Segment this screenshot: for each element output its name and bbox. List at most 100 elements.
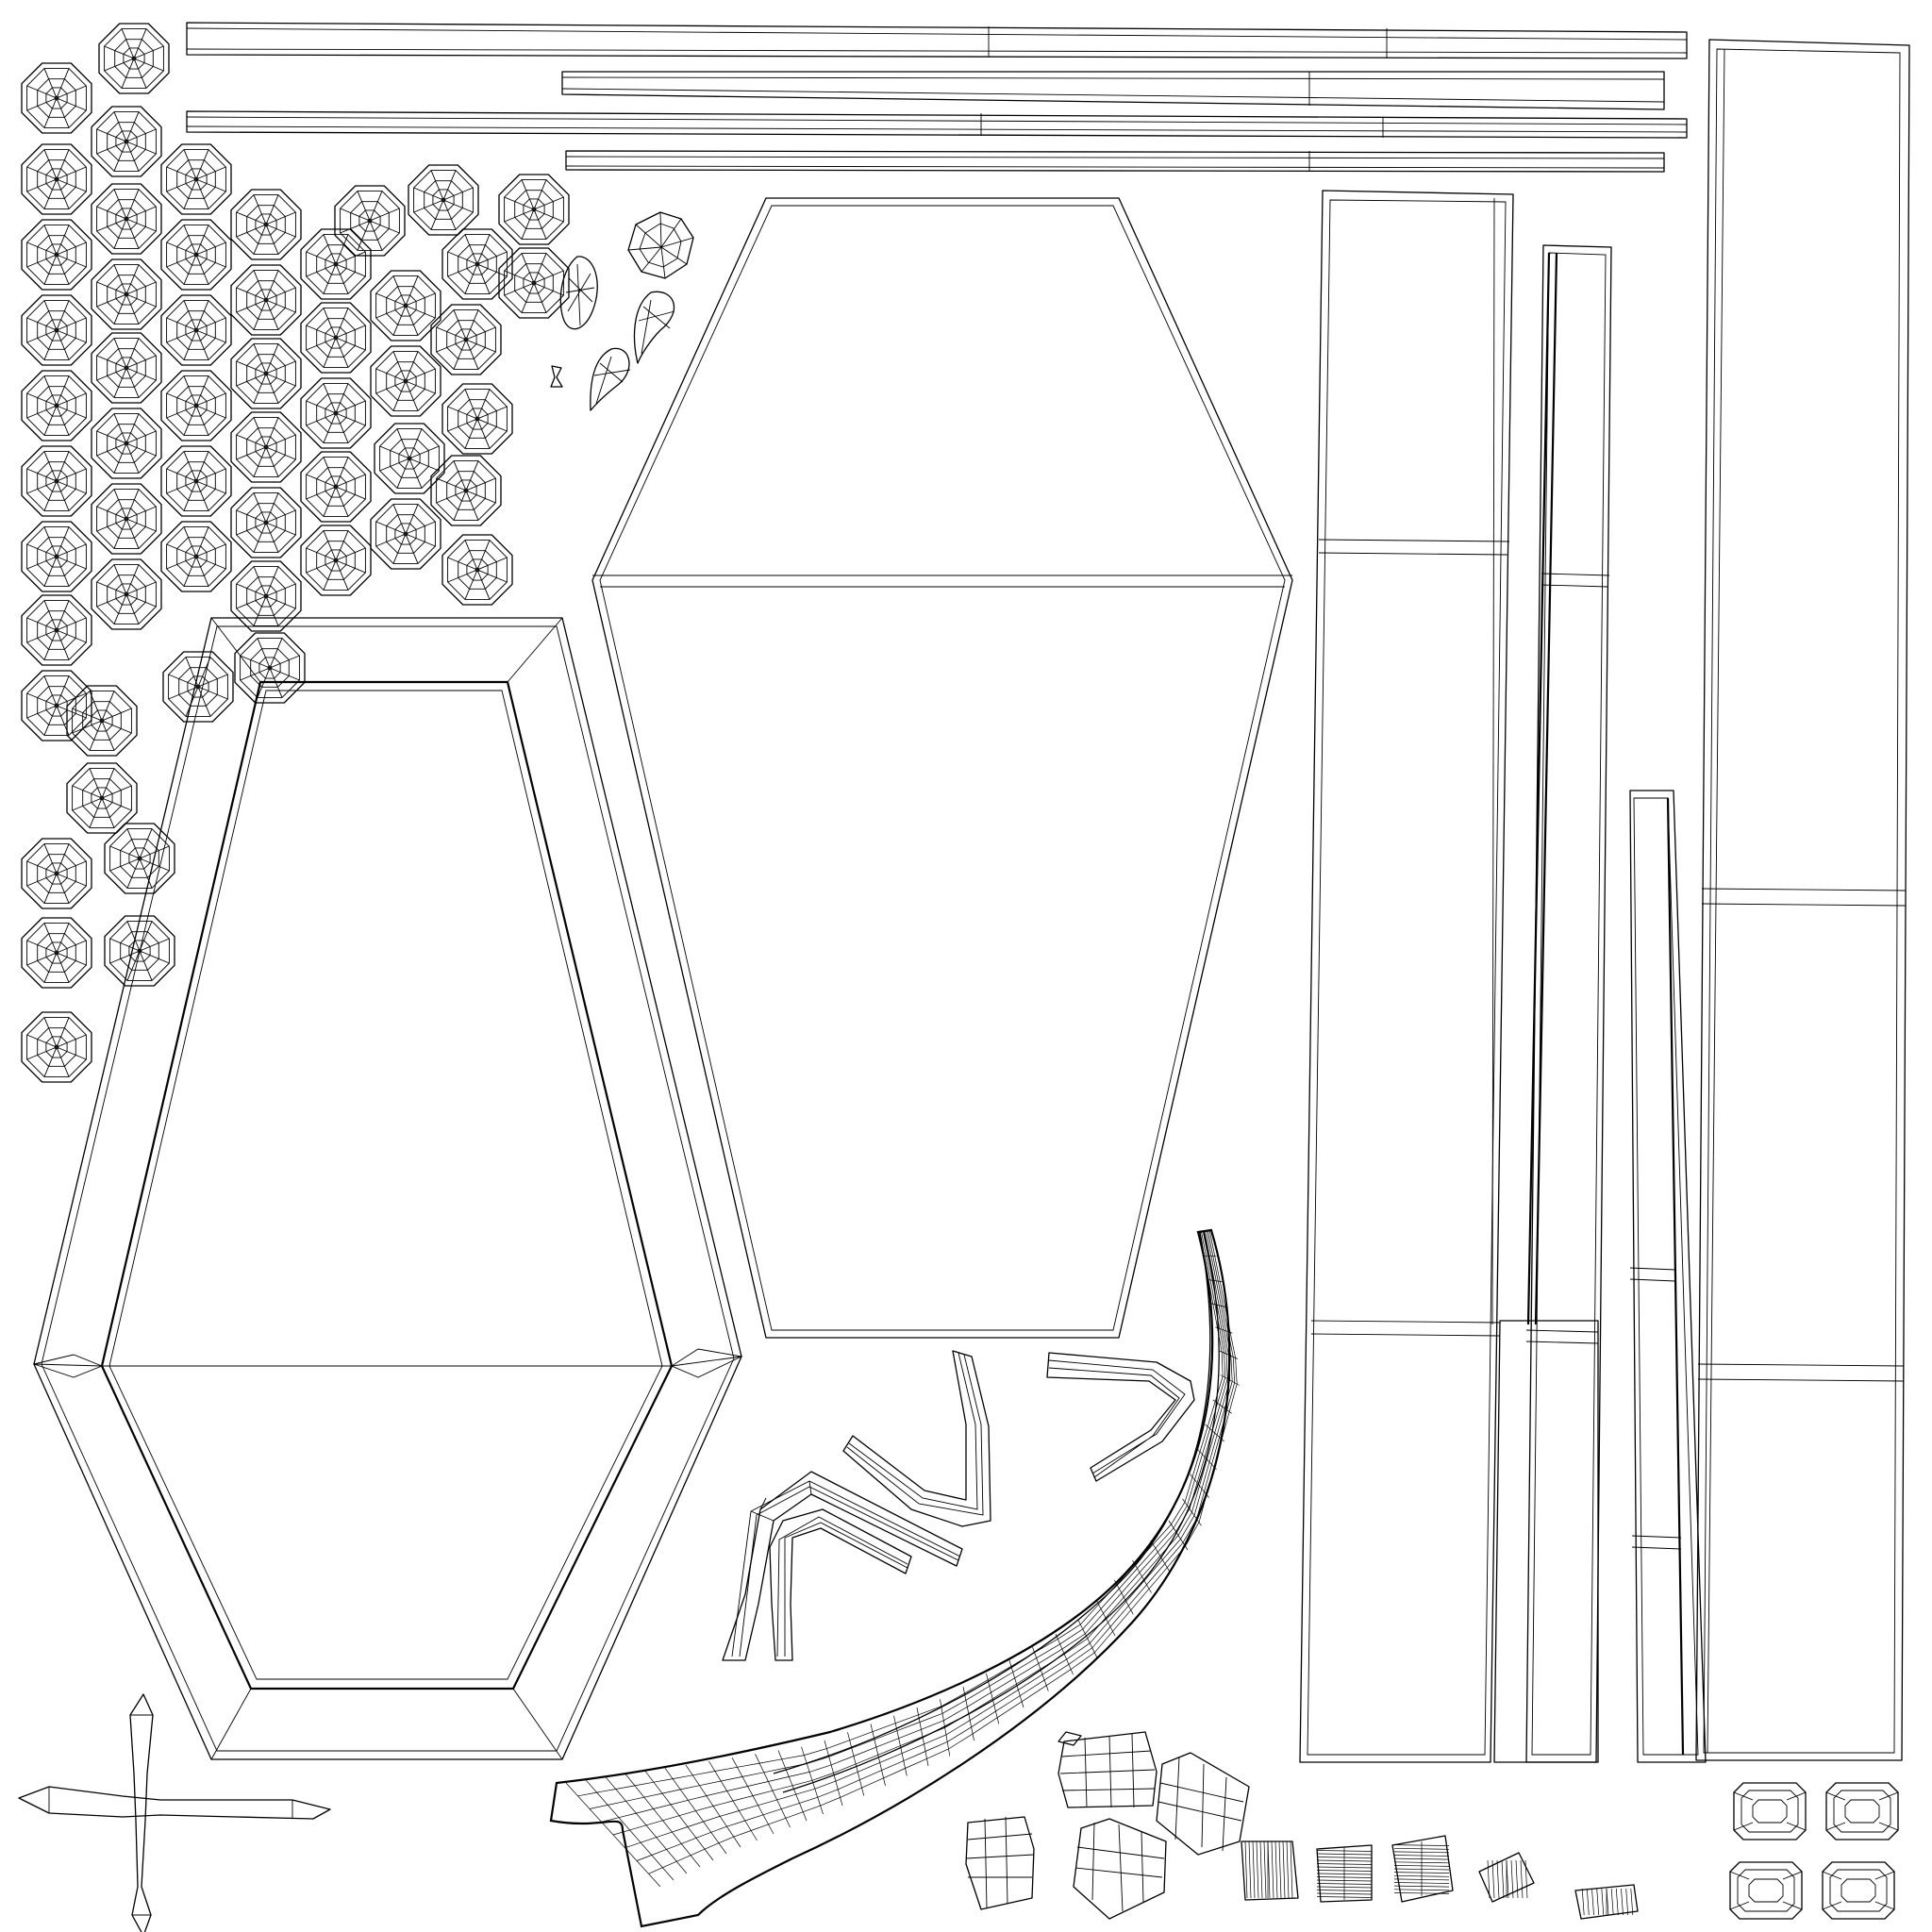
rivet-cap-island (370, 498, 441, 570)
rivet-cap-island (430, 304, 502, 375)
long-plank-strips (186, 22, 1688, 173)
rivet-cap-island (91, 332, 162, 404)
strap-piece (722, 1471, 963, 1661)
rivet-cap-island (66, 685, 138, 757)
rivet-cap-cluster (21, 23, 570, 1083)
plank-strip (186, 110, 1688, 139)
rivet-cap-island (498, 174, 570, 245)
rivet-cap-island (104, 823, 175, 894)
rivet-cap-island (91, 183, 162, 255)
rivet-cap-island (234, 632, 306, 704)
coffin-lid-panel (591, 197, 1293, 1339)
rivet-cap-island (300, 228, 372, 300)
rivet-cap-island (160, 370, 232, 441)
rivet-cap-island (21, 917, 92, 989)
rivet-cap-island (21, 521, 92, 592)
side-board (1695, 39, 1910, 1761)
rivet-cap-island (230, 189, 302, 260)
barrel-piece (965, 1816, 1035, 1910)
rivet-cap-island (104, 915, 175, 987)
rivet-cap-island (21, 838, 92, 909)
barrel-piece (1073, 1818, 1167, 1920)
grid-patch (1391, 1835, 1454, 1903)
rivet-cap-island (91, 258, 162, 330)
rivet-cap-island (160, 521, 232, 592)
rivet-cap-island (498, 247, 570, 319)
bent-strap-pieces (722, 1350, 1195, 1661)
rivet-cap-island (441, 534, 513, 606)
rivet-cap-island (441, 383, 513, 455)
leaf-island (590, 347, 631, 411)
rivet-cap-island (230, 338, 302, 409)
strap-piece (769, 1508, 912, 1661)
rivet-cap-island (370, 270, 441, 341)
curved-horn (549, 1228, 1240, 1928)
coffin-lid-frame (32, 617, 743, 1760)
rivet-cap-island (160, 294, 232, 366)
rivet-cap-island (408, 164, 479, 236)
rivet-cap-island (21, 670, 92, 741)
side-board (1299, 190, 1514, 1763)
rivet-cap-island (21, 445, 92, 517)
gem-island (1733, 1782, 1807, 1840)
barrel-piece (1156, 1752, 1250, 1856)
rivet-cap-island (91, 408, 162, 479)
rivet-cap-island (230, 560, 302, 632)
rivet-cap-island (300, 451, 372, 523)
rivet-cap-island (300, 377, 372, 449)
barrel-piece (1058, 1731, 1158, 1808)
grid-patches (1241, 1835, 1639, 1920)
rivet-cap-island (430, 455, 502, 526)
rivet-cap-island (66, 762, 138, 834)
rivet-cap-island (160, 219, 232, 291)
strap-piece (1046, 1352, 1195, 1482)
grid-patch (1316, 1844, 1373, 1903)
gem-island (1729, 1861, 1803, 1920)
horn-mesh-lines (565, 1229, 1240, 1888)
leaf-island (550, 365, 563, 388)
grid-patch (1241, 1840, 1299, 1901)
rivet-cap-island (160, 445, 232, 517)
rivet-cap-island (230, 264, 302, 336)
small-leaf-islands (550, 211, 694, 411)
rivet-cap-island (230, 411, 302, 483)
rivet-cap-island (160, 143, 232, 215)
side-board (1493, 1320, 1599, 1763)
plank-strip (565, 150, 1665, 173)
rivet-cap-island (21, 143, 92, 215)
rivet-cap-island (91, 483, 162, 555)
rivet-cap-island (21, 594, 92, 666)
rivet-cap-island (334, 185, 406, 257)
plank-strip (186, 22, 1688, 59)
rivet-cap-island (230, 487, 302, 558)
gem-islands (1729, 1782, 1899, 1920)
rivet-cap-island (441, 228, 513, 300)
rivet-cap-island (21, 294, 92, 366)
rivet-cap-island (21, 370, 92, 441)
gem-island (1825, 1782, 1899, 1840)
plank-strip (561, 71, 1665, 110)
rivet-cap-island (162, 651, 234, 723)
gem-island (1822, 1861, 1895, 1920)
leaf-island-octagon (627, 211, 694, 279)
strap-piece (842, 1350, 991, 1527)
rivet-cap-island (300, 302, 372, 374)
grid-patch (1574, 1884, 1639, 1920)
barrel-pieces (965, 1731, 1250, 1920)
grid-patch (1478, 1852, 1535, 1903)
side-board (1629, 790, 1707, 1763)
leaf-island (559, 256, 598, 330)
rivet-cap-island (21, 1011, 92, 1083)
rivet-cap-island (374, 423, 445, 494)
barrel-piece (1058, 1731, 1082, 1746)
leaf-island (633, 291, 675, 364)
rivet-cap-island (98, 23, 170, 94)
rivet-cap-island (91, 558, 162, 630)
rivet-cap-island (300, 525, 372, 596)
tall-side-boards (1299, 39, 1910, 1763)
cross-spike (18, 1693, 331, 1932)
rivet-cap-island (21, 62, 92, 134)
rivet-cap-island (21, 219, 92, 291)
rivet-cap-island (91, 106, 162, 177)
